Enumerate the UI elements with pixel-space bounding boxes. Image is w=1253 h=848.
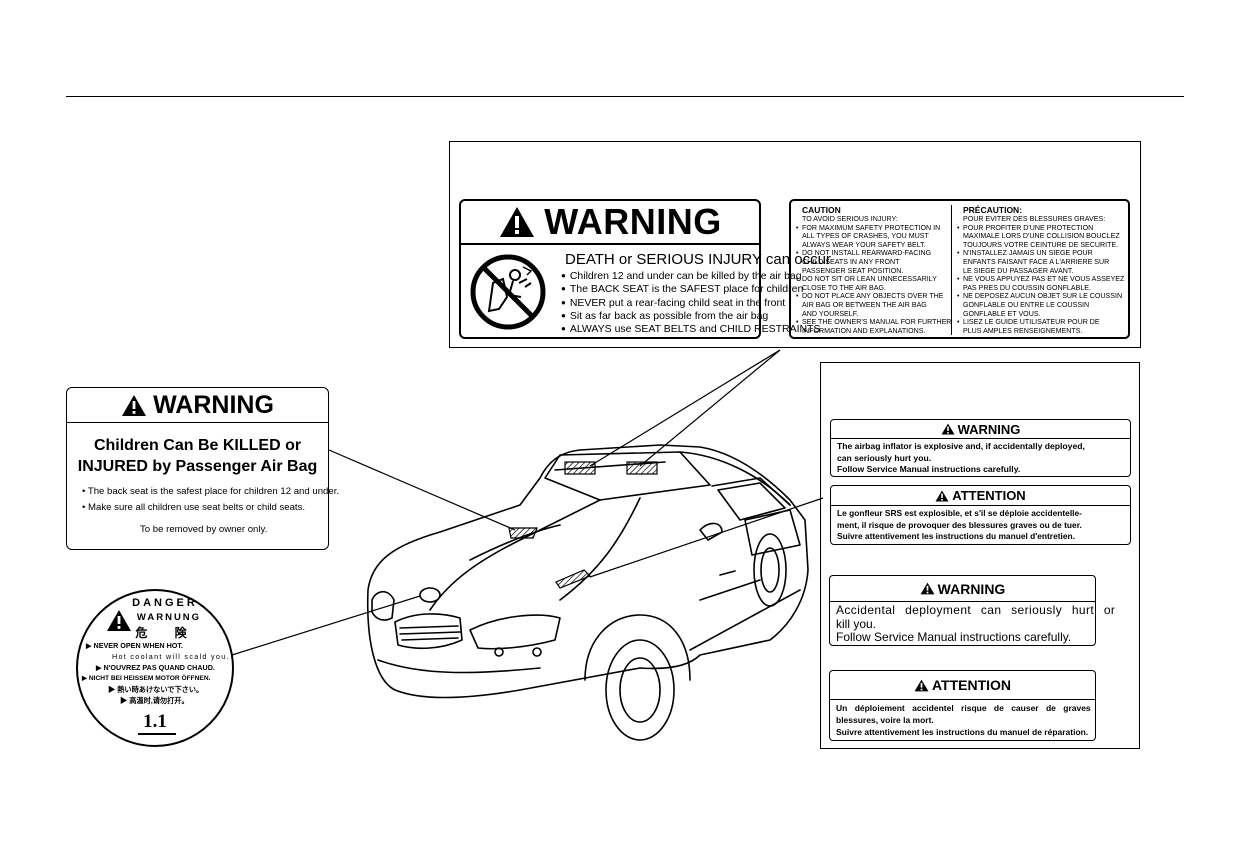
- warning-triangle-icon: [500, 207, 535, 237]
- precaution-item: PLUS AMPLES RENSEIGNEMENTS.: [963, 326, 1083, 335]
- deployment-attention-label-fr: ATTENTION Un déploiement accidentel risq…: [829, 670, 1096, 741]
- danger-line-jp: ▶ 熱い時あけないで下さい。: [108, 685, 204, 694]
- caution-item: ALWAYS WEAR YOUR SAFETY BELT.: [802, 240, 926, 249]
- caution-subtitle: TO AVOID SERIOUS INJURY:: [802, 215, 898, 223]
- inflator-attention-text: Le gonfleur SRS est explosible, et s'il …: [837, 508, 1082, 542]
- visor-warning-label: WARNING DEATH or SERIOUS INJURY can occu…: [459, 199, 831, 339]
- caution-item: DO NOT INSTALL REARWARD-FACING: [796, 249, 954, 258]
- radiator-cap-danger-label: DANGER WARNUNG 危 険 ▶ NEVER OPEN WHEN HOT…: [76, 589, 234, 747]
- hood-warning-label: WARNING Children Can Be KILLED or INJURE…: [66, 387, 339, 550]
- warning-triangle-icon: [107, 610, 131, 631]
- precaution-item: GONFLABLE OU ENTRE LE COUSSIN: [963, 300, 1090, 309]
- caution-item: PASSENGER SEAT POSITION.: [802, 266, 904, 275]
- visor-warning-item: Sit as far back as possible from the air…: [561, 310, 821, 323]
- sun-visor-label-frame: [449, 141, 1141, 348]
- warning-triangle-icon: [941, 423, 955, 435]
- caution-title: CAUTION: [802, 205, 841, 215]
- warning-triangle-icon: [920, 582, 935, 595]
- visor-warning-item: The BACK SEAT is the SAFEST place for ch…: [561, 283, 821, 296]
- danger-line-fr: ▶ N'OUVREZ PAS QUAND CHAUD.: [96, 663, 215, 672]
- deployment-warning-header: WARNING: [830, 576, 1095, 602]
- hood-warning-removal-note: To be removed by owner only.: [140, 524, 268, 535]
- hood-warning-line1: Children Can Be KILLED or: [93, 437, 302, 454]
- danger-line-cn: ▶ 高温时,请勿打开。: [120, 696, 189, 705]
- warning-triangle-icon: [935, 490, 949, 501]
- precaution-item: ENFANTS FAISANT FACE A L'ARRIERE SUR: [963, 257, 1110, 266]
- caution-item: ALL TYPES OF CRASHES, YOU MUST: [802, 232, 929, 241]
- precaution-item: LISEZ LE GUIDE UTILISATEUR POUR DE: [957, 318, 1129, 327]
- inflator-warning-header: WARNING: [831, 420, 1130, 439]
- no-child-seat-icon: [470, 254, 546, 330]
- precaution-item: NE DEPOSEZ AUCUN OBJET SUR LE COUSSIN: [957, 292, 1129, 301]
- inflator-warning-label-en: WARNING The airbag inflator is explosive…: [830, 419, 1131, 477]
- visor-warning-subtitle: DEATH or SERIOUS INJURY can occur: [565, 251, 831, 268]
- hood-warning-header: WARNING: [67, 388, 328, 423]
- caution-item: INFORMATION AND EXPLANATIONS.: [802, 326, 926, 335]
- precaution-item: NE VOUS APPUYEZ PAS ET NE VOUS ASSEYEZ: [957, 275, 1129, 284]
- pressure-underline: [138, 733, 176, 735]
- precaution-item: N'INSTALLEZ JAMAIS UN SIEGE POUR: [957, 249, 1129, 258]
- danger-line-en: ▶ NEVER OPEN WHEN HOT.: [86, 641, 183, 650]
- precaution-item: LE SIEGE DU PASSAGER AVANT.: [963, 266, 1074, 275]
- hood-warning-bullet: • Make sure all children use seat belts …: [82, 502, 306, 513]
- warnung-title: WARNUNG: [136, 612, 202, 623]
- visor-warning-item: ALWAYS use SEAT BELTS and CHILD RESTRAIN…: [561, 323, 821, 336]
- precaution-item: GONFLABLE ET VOUS.: [963, 309, 1041, 318]
- caution-item: DO NOT SIT OR LEAN UNNECESSARILY: [796, 275, 954, 284]
- caution-english-column: CAUTION TO AVOID SERIOUS INJURY: FOR MAX…: [796, 205, 954, 335]
- warning-triangle-icon: [122, 394, 147, 416]
- hood-warning-title: WARNING: [153, 390, 274, 419]
- deployment-attention-text: Un déploiement accidentel risque de caus…: [836, 703, 1091, 738]
- caution-item: DO NOT PLACE ANY OBJECTS OVER THE: [796, 292, 954, 301]
- precaution-item: PAS PRES DU COUSSIN GONFLABLE.: [963, 283, 1091, 292]
- visor-warning-title: WARNING: [544, 201, 722, 242]
- visor-warning-item: Children 12 and under can be killed by t…: [561, 270, 821, 283]
- kiken-title: 危 険: [135, 626, 199, 640]
- visor-warning-header: WARNING: [461, 201, 759, 245]
- danger-line-de: ▶ NICHT BEI HEISSEM MOTOR ÖFFNEN.: [82, 675, 211, 682]
- warning-triangle-icon: [914, 679, 929, 691]
- precaution-subtitle: POUR EVITER DES BLESSURES GRAVES:: [963, 215, 1106, 223]
- caution-item: CLOSE TO THE AIR BAG.: [802, 283, 886, 292]
- danger-title: DANGER: [132, 597, 198, 609]
- pressure-rating: 1.1: [143, 711, 167, 732]
- caution-french-column: PRÉCAUTION: POUR EVITER DES BLESSURES GR…: [957, 205, 1129, 335]
- precaution-item: MAXIMALE LORS D'UNE COLLISION BOUCLEZ: [963, 232, 1120, 241]
- deployment-warning-text: Accidental deployment can seriously hurt…: [836, 603, 1116, 644]
- deployment-warning-label-en: WARNING Accidental deployment can seriou…: [829, 575, 1116, 646]
- caution-item: CHILD SEATS IN ANY FRONT: [802, 257, 900, 266]
- hood-warning-line2: INJURED by Passenger Air Bag: [77, 458, 318, 475]
- danger-line-en2: Hot coolant will scald you.: [112, 652, 230, 661]
- caution-item: FOR MAXIMUM SAFETY PROTECTION IN: [796, 224, 954, 233]
- caution-label: CAUTION TO AVOID SERIOUS INJURY: FOR MAX…: [789, 199, 1130, 339]
- caution-item: AIR BAG OR BETWEEN THE AIR BAG: [802, 300, 927, 309]
- caution-item: AND YOURSELF.: [802, 309, 859, 318]
- inflator-attention-header: ATTENTION: [831, 486, 1130, 506]
- precaution-item: TOUJOURS VOTRE CEINTURE DE SECURITE.: [963, 240, 1119, 249]
- header-rule: [66, 96, 1184, 97]
- visor-warning-item: NEVER put a rear-facing child seat in th…: [561, 297, 821, 310]
- inflator-labels-frame: [820, 362, 1140, 749]
- inflator-attention-label-fr: ATTENTION Le gonfleur SRS est explosible…: [830, 485, 1131, 545]
- deployment-attention-header: ATTENTION: [830, 671, 1095, 700]
- inflator-warning-text: The airbag inflator is explosive and, if…: [837, 441, 1085, 475]
- hood-warning-bullet: • The back seat is the safest place for …: [82, 486, 340, 497]
- caution-item: SEE THE OWNER'S MANUAL FOR FURTHER: [796, 318, 954, 327]
- caution-divider: [951, 205, 952, 335]
- precaution-title: PRÉCAUTION:: [963, 205, 1023, 215]
- precaution-item: POUR PROFITER D'UNE PROTECTION: [957, 224, 1129, 233]
- visor-warning-list: Children 12 and under can be killed by t…: [561, 270, 821, 336]
